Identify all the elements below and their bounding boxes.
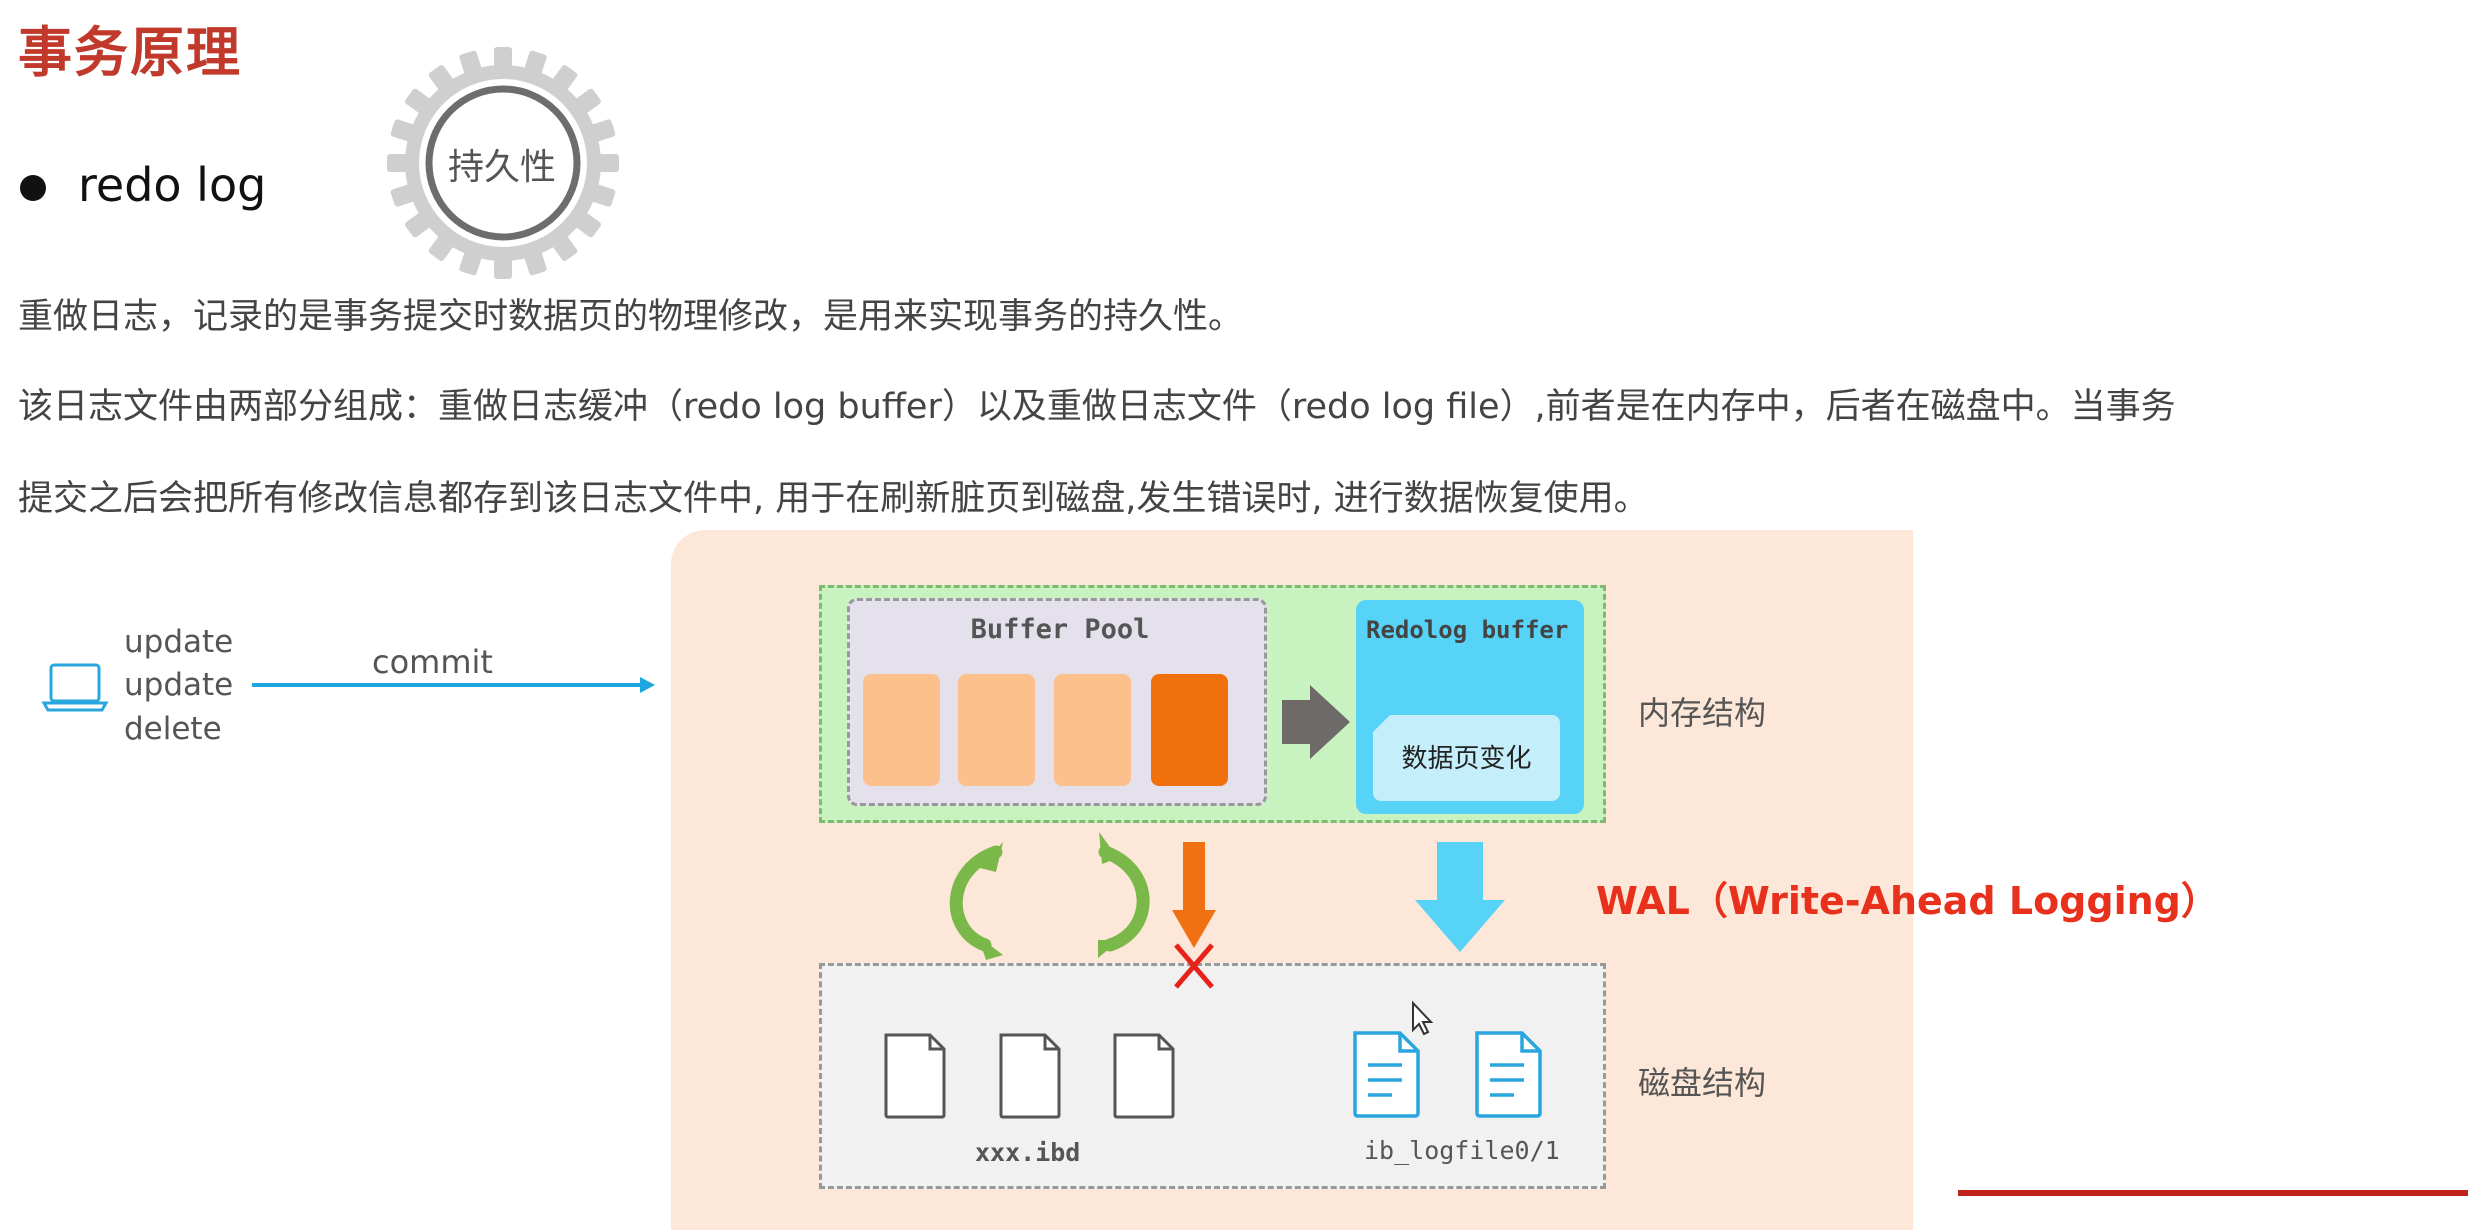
bullet-redo-log: redo log bbox=[78, 158, 267, 212]
file-icon bbox=[884, 1033, 946, 1119]
gear-icon bbox=[387, 47, 619, 279]
operation-update-1: update bbox=[124, 624, 234, 660]
ibd-file-label: xxx.ibd bbox=[975, 1138, 1081, 1167]
wal-label: WAL（Write-Ahead Logging） bbox=[1596, 879, 2219, 923]
data-page bbox=[863, 674, 940, 786]
laptop-icon bbox=[41, 663, 109, 712]
blue-arrow bbox=[1437, 842, 1483, 902]
green-arrowhead bbox=[1099, 832, 1118, 864]
bottom-red-bar bbox=[1958, 1190, 2468, 1196]
green-arrowhead bbox=[1098, 940, 1120, 958]
logfile-label: ib_logfile0/1 bbox=[1364, 1136, 1560, 1165]
gear-label: 持久性 bbox=[448, 147, 557, 188]
log-file-icon bbox=[1475, 1031, 1542, 1118]
operation-delete: delete bbox=[124, 711, 222, 747]
disk-structure-box bbox=[819, 963, 1606, 1189]
redolog-inner-box bbox=[1373, 715, 1560, 801]
redolog-inner-fold bbox=[1373, 715, 1390, 732]
green-arrowhead bbox=[980, 842, 1003, 872]
dirty-data-page bbox=[1151, 674, 1228, 786]
commit-label: commit bbox=[372, 643, 493, 681]
data-page bbox=[1054, 674, 1131, 786]
log-file-icon bbox=[1353, 1031, 1420, 1118]
redolog-inner-label: 数据页变化 bbox=[1401, 744, 1532, 774]
green-cycle-arrows bbox=[949, 845, 1150, 952]
blue-arrowhead bbox=[1415, 900, 1505, 952]
commit-arrow bbox=[252, 677, 655, 693]
data-page bbox=[958, 674, 1035, 786]
green-arrowhead bbox=[978, 936, 1003, 960]
disk-structure-label: 磁盘结构 bbox=[1638, 1064, 1767, 1102]
operation-update-2: update bbox=[124, 667, 234, 703]
memory-structure-label: 内存结构 bbox=[1638, 694, 1767, 732]
grey-arrow bbox=[1282, 685, 1350, 759]
file-icon bbox=[1113, 1033, 1175, 1119]
red-cross-icon bbox=[1174, 943, 1214, 989]
paragraph-1: 重做日志，记录的是事务提交时数据页的物理修改，是用来实现事务的持久性。 bbox=[18, 297, 1244, 337]
paragraph-3: 提交之后会把所有修改信息都存到该日志文件中, 用于在刷新脏页到磁盘,发生错误时,… bbox=[18, 479, 1649, 519]
client-graphics bbox=[41, 663, 655, 712]
orange-arrow bbox=[1183, 842, 1205, 912]
bullet-dot bbox=[20, 175, 46, 201]
cursor-icon bbox=[1412, 1000, 1434, 1036]
page-title: 事务原理 bbox=[18, 21, 242, 84]
redolog-buffer-title: Redolog buffer bbox=[1366, 616, 1569, 644]
paragraph-2: 该日志文件由两部分组成：重做日志缓冲（redo log buffer）以及重做日… bbox=[18, 387, 2176, 427]
diagram-graphics bbox=[884, 685, 1542, 1119]
buffer-pool-title: Buffer Pool bbox=[970, 614, 1150, 645]
orange-arrowhead bbox=[1172, 910, 1216, 948]
file-icon bbox=[999, 1033, 1061, 1119]
